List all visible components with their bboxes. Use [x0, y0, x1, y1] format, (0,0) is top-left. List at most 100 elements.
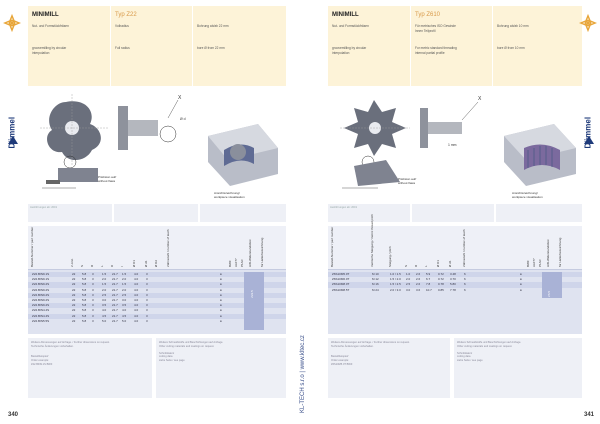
gutter [292, 0, 308, 424]
column-header-label: P1AC [538, 259, 542, 267]
product-type: Typ Z610 [415, 12, 441, 18]
header-de: Nut- und Formstückfräsen [32, 24, 69, 28]
table-cell: 6 [464, 272, 466, 276]
flower-logo-icon [579, 14, 597, 32]
footnote-line: Z6S10M5.0T BWF [331, 362, 353, 366]
table-cell: 2.0 / 3.0 [390, 287, 401, 292]
right-header: MINIMILL Nut- und Formstückfräsen groove… [328, 6, 582, 86]
table-cell: 21.7 [112, 313, 118, 318]
workpiece-visualisation [208, 124, 278, 186]
table-cell: 5.8 [82, 308, 87, 313]
thread-cutter-front-view [340, 100, 410, 156]
table-cell: 3.6 [416, 287, 421, 292]
note-workpiece-en: workpiece visualisation [214, 195, 245, 199]
table-cell: 3.5 [122, 303, 127, 308]
header-en-2: interpolation [332, 51, 350, 55]
label-d: Ø d [180, 117, 186, 121]
availability-dot-icon: ● [220, 287, 222, 292]
table-cell: 21.7 [112, 292, 118, 297]
note-cell-1: Ausführungen ab: 2019 [328, 204, 410, 222]
footnote-line: Weitere Abmessungen auf Anfrage. / Furth… [331, 341, 410, 344]
note-workpiece-en: workpiece visualisation [512, 195, 543, 199]
availability-dot-icon: ● [220, 318, 222, 323]
gutter-imprint: KL-TECH s.r.o | www.kltec.cz [293, 300, 307, 420]
availability-dot-icon: ● [220, 282, 222, 287]
column-header-label: BWF [526, 260, 530, 267]
type-desc-de-2: Innen Teilprofil [415, 29, 436, 33]
column-header-label: R [414, 264, 418, 267]
bore-en: bore Ø from 10 mm [497, 46, 525, 50]
table-cell: 21.7 [112, 277, 118, 282]
table-cell: M 24 [372, 287, 379, 292]
table-cell: 2.0 [102, 287, 107, 292]
footnote-line: Z22.BIN9.1S BWF [31, 362, 53, 366]
table-cell: Z6S10M6.0T [332, 277, 350, 282]
table-cell: 5.80 [450, 282, 456, 287]
notes-row: Ausführungen ab: 2019 [28, 204, 286, 224]
footnote-box-1: Weitere Abmessungen auf Anfrage. / Furth… [28, 338, 152, 398]
column-header-label: HW-Widerstandsfest [248, 239, 252, 267]
note-workpiece-de: Ansichtszeichnung/ [512, 191, 538, 195]
table-cell: Z22.BIN4.4S [32, 308, 50, 313]
table-cell: 0.72 [438, 272, 444, 276]
table-cell: 5.8 [82, 313, 87, 318]
column-header: für Halterbezeichnung [558, 227, 568, 267]
column-header-label: Bestell-Nummer / part number [30, 226, 34, 267]
insert-holder-view [342, 155, 400, 189]
column-header: Bestell-Nummer / part number [30, 227, 40, 267]
column-header-label: Ø D1 [132, 259, 136, 267]
flower-logo-icon [3, 14, 21, 32]
table-cell: Z22.BIN5.5S [32, 318, 50, 323]
table-cell: 5.9 [426, 272, 431, 276]
column-header-label: D [110, 264, 114, 267]
page-right: MINIMILL Nut- und Formstückfräsen groove… [308, 0, 600, 424]
table-cell: M 12 [372, 277, 379, 282]
availability-dot-icon: ● [220, 297, 222, 302]
table-cell: 3 [146, 308, 148, 313]
column-header-label: AL077 [234, 258, 238, 267]
column-header: für Halterbezeichnung [260, 227, 270, 267]
table-cell: 5.8 [82, 272, 87, 276]
technical-drawing: X Ø d Präzision auf/ without flaws [28, 90, 286, 202]
table-cell: 4.0 [134, 308, 139, 313]
availability-dot-icon: ● [520, 287, 522, 292]
header-col-type: Typ Z610 Für metrisches ISO Gewinde Inne… [410, 6, 490, 86]
note-workpiece-de: Ansichtszeichnung/ [214, 191, 240, 195]
table-cell: 3 [146, 277, 148, 282]
column-header-label: Zähnezahl / number of teeth [462, 229, 466, 267]
column-header-label: Ø D2 [154, 259, 158, 267]
column-header-label: HW-Widerstandsfest [546, 239, 550, 267]
column-header: L [424, 227, 434, 267]
table-cell: 22 [72, 303, 76, 308]
availability-dot-icon: ● [520, 282, 522, 287]
table-cell: Z22.BIN9.2S [32, 282, 50, 287]
column-header-label: L [424, 265, 428, 267]
table-cell: 4.5 [102, 313, 107, 318]
table-cell: 3 [92, 287, 94, 292]
table-cell: 6.7 [426, 277, 431, 282]
table-cell: 22 [72, 313, 76, 318]
table-cell: 4.0 [134, 282, 139, 287]
footnote-line: Weitere Schneidstoffe und Beschichtungen… [457, 341, 522, 344]
imprint-text: KL-TECH s.r.o | www.kltec.cz [300, 335, 306, 413]
table-cell: 3.48 [450, 272, 456, 276]
holder-highlight: Z6.5 [542, 272, 562, 298]
page-left: Dümmel 340 MINIMILL Nut- und Formstückfr… [0, 0, 292, 424]
holder-code: Z22.5 [249, 290, 254, 298]
column-header: Steigung / pitch [388, 227, 398, 267]
table-cell: 3 [146, 313, 148, 318]
table-cell: 2.6 [416, 277, 421, 282]
table-cell: 3.0 [122, 297, 127, 302]
column-header-label: Bestell-Nummer / part number [330, 226, 334, 267]
column-header: HW-Widerstandsfest [546, 227, 556, 267]
column-header-label: Ø d1 [448, 260, 452, 267]
table-cell: 3 [92, 282, 94, 287]
table-cell: 21.7 [112, 308, 118, 313]
